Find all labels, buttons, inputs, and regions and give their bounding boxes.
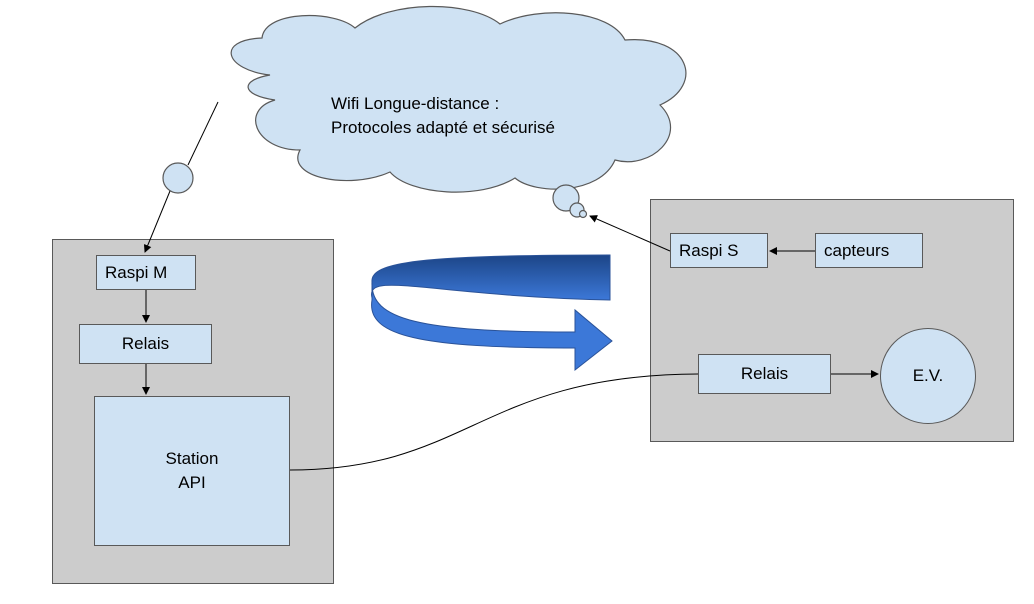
sensors-box[interactable]: capteurs (815, 233, 923, 268)
cloud-label: Wifi Longue-distance : Protocoles adapté… (331, 94, 555, 137)
station-api-box[interactable]: Station API (94, 396, 290, 546)
raspi-m-box[interactable]: Raspi M (96, 255, 196, 290)
thought-bubble-left (162, 162, 194, 194)
raspi-s-to-cloud-arrow (589, 215, 671, 252)
raspi-s-box[interactable]: Raspi S (670, 233, 768, 268)
slave-relay-box[interactable]: Relais (698, 354, 831, 394)
valve-circle[interactable]: E.V. (880, 328, 976, 424)
station-to-relay-curve (289, 373, 699, 471)
curved-arrow-front-band (371, 281, 613, 372)
wifi-cloud-shape (230, 5, 687, 193)
curved-arrow-back-band (371, 254, 611, 301)
thought-bubble-right-small (578, 209, 588, 219)
big-curved-arrow (371, 254, 613, 372)
bubble-to-raspi-m-arrow (143, 190, 171, 253)
cloud-link-line (187, 101, 219, 166)
master-relay-box[interactable]: Relais (79, 324, 212, 364)
